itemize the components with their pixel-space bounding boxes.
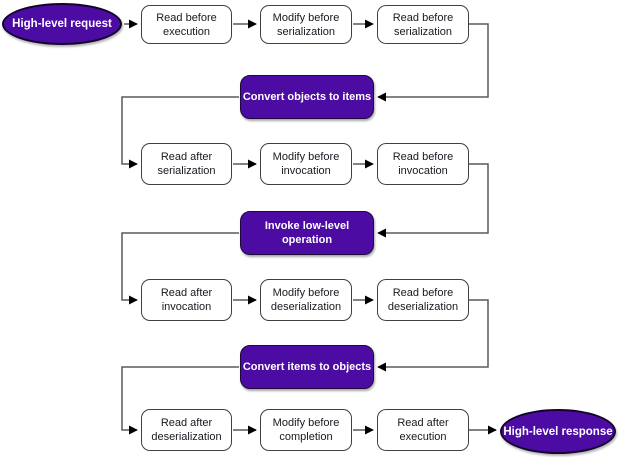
node-read-after-execution: Read after execution bbox=[377, 409, 469, 451]
node-convert-objects-to-items: Convert objects to items bbox=[240, 75, 374, 119]
node-convert-items-to-objects: Convert items to objects bbox=[240, 345, 374, 389]
arrow-r2c3-to-stage2 bbox=[377, 163, 489, 238]
node-modify-before-completion: Modify before completion bbox=[260, 409, 352, 451]
node-high-level-response: High-level response bbox=[500, 409, 616, 454]
arrow-stage3-to-r4c1 bbox=[121, 366, 239, 435]
node-modify-before-serialization: Modify before serialization bbox=[260, 5, 352, 44]
node-read-after-serialization: Read after serialization bbox=[141, 143, 232, 185]
node-read-before-execution: Read before execution bbox=[141, 5, 232, 44]
arrow-r1c3-to-stage1 bbox=[377, 23, 489, 102]
node-read-before-deserialization: Read before deserialization bbox=[377, 279, 469, 321]
node-read-after-invocation: Read after invocation bbox=[141, 279, 232, 321]
node-read-after-deserialization: Read after deserialization bbox=[141, 409, 232, 451]
node-modify-before-invocation: Modify before invocation bbox=[260, 143, 352, 185]
arrow-r3c3-to-stage3 bbox=[377, 299, 489, 372]
node-read-before-serialization: Read before serialization bbox=[377, 5, 469, 44]
node-modify-before-deserialization: Modify before deserialization bbox=[260, 279, 352, 321]
node-high-level-request: High-level request bbox=[2, 3, 122, 45]
arrow-stage1-to-r2c1 bbox=[121, 96, 239, 169]
node-read-before-invocation: Read before invocation bbox=[377, 143, 469, 185]
node-invoke-low-level-operation: Invoke low-level operation bbox=[240, 211, 374, 255]
arrow-stage2-to-r3c1 bbox=[121, 232, 239, 305]
